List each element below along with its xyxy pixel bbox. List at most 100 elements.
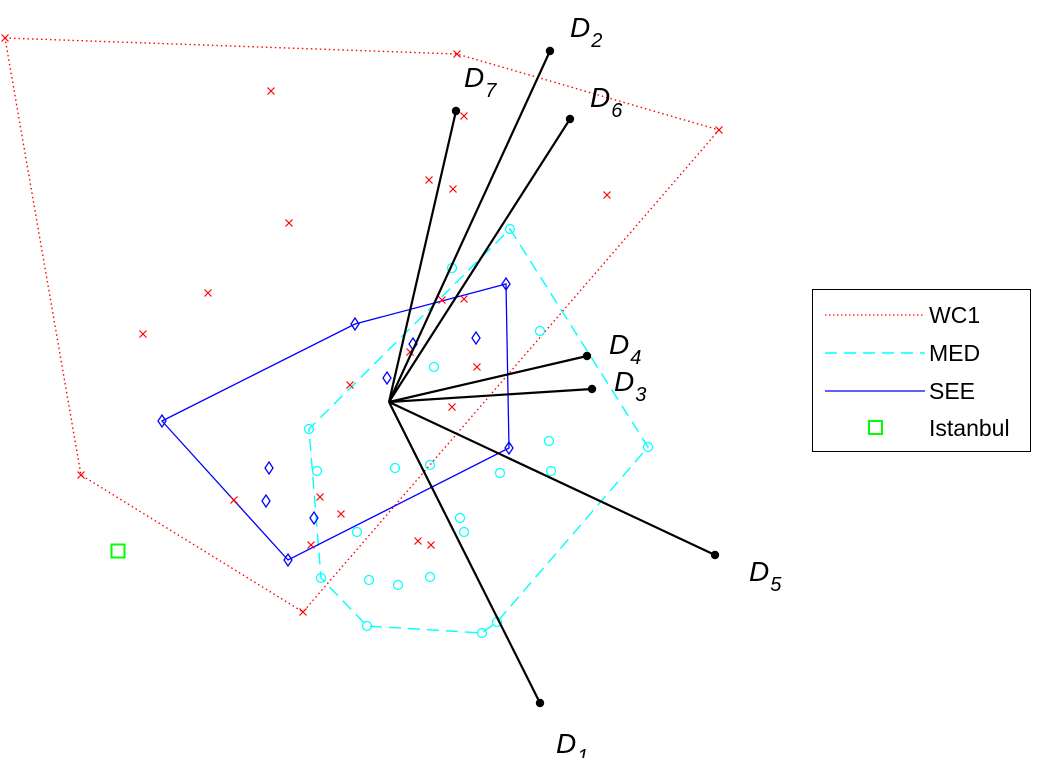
vector-d3-tip <box>587 384 597 394</box>
wc1-point <box>230 496 238 504</box>
med-point <box>642 441 654 453</box>
vector-d6-tip <box>565 114 575 124</box>
vector-label-d3-main: D <box>614 366 634 397</box>
vector-label-d1-sub: 1 <box>577 746 588 758</box>
med-point <box>458 526 470 538</box>
wc1-point <box>285 219 293 227</box>
vector-d5-tip <box>710 550 720 560</box>
vector-label-d6-sub: 6 <box>611 100 623 122</box>
vector-label-d5: D5 <box>749 556 782 596</box>
vector-label-d3-sub: 3 <box>635 384 646 406</box>
legend-swatch-med <box>825 352 925 354</box>
wc1-point <box>267 87 275 95</box>
vector-label-d1-main: D <box>556 728 576 758</box>
med-point <box>494 467 506 479</box>
vector-d1-tip <box>535 698 545 708</box>
wc1-point <box>425 176 433 184</box>
wc1-point <box>453 50 461 58</box>
wc1-point <box>449 185 457 193</box>
vector-label-d1: D1 <box>556 728 588 758</box>
wc1-point <box>346 381 354 389</box>
med-point <box>476 627 488 639</box>
wc1-point <box>299 608 307 616</box>
vector-label-d6-main: D <box>590 82 610 113</box>
vector-d7 <box>387 110 458 403</box>
see-point <box>283 552 293 568</box>
wc1-point <box>603 191 611 199</box>
see-point <box>382 370 392 386</box>
vector-label-d5-sub: 5 <box>770 574 782 596</box>
istanbul-point <box>110 543 126 559</box>
legend-label-wc1: WC1 <box>929 302 981 328</box>
vector-label-d7-main: D <box>464 62 484 93</box>
wc1-point <box>460 295 468 303</box>
vector-d3 <box>388 387 593 404</box>
legend-swatch-wc1 <box>825 314 925 316</box>
vector-d5 <box>388 401 716 556</box>
see-point <box>471 330 481 346</box>
wc1-point <box>427 541 435 549</box>
med-point <box>543 435 555 447</box>
see-point <box>157 413 167 429</box>
wc1-point <box>715 126 723 134</box>
wc1-point <box>316 493 324 501</box>
med-point <box>424 459 436 471</box>
wc1-point <box>414 537 422 545</box>
legend-item-istanbul: Istanbul <box>813 411 1030 445</box>
see-point <box>350 316 360 332</box>
vector-label-d2-sub: 2 <box>590 30 602 52</box>
med-point <box>504 223 516 235</box>
vector-label-d7: D7 <box>464 62 497 102</box>
wc1-point <box>204 289 212 297</box>
vector-d7-tip <box>451 106 461 116</box>
see-point <box>309 510 319 526</box>
med-point <box>389 462 401 474</box>
med-point <box>351 526 363 538</box>
wc1-point <box>139 330 147 338</box>
med-point <box>428 361 440 373</box>
vector-label-d4-main: D <box>609 329 629 360</box>
vector-d6 <box>388 118 571 403</box>
med-point <box>303 423 315 435</box>
med-hull <box>308 227 649 634</box>
vector-label-d4: D4 <box>609 329 641 369</box>
wc1-point <box>448 403 456 411</box>
vector-d2-tip <box>545 46 555 56</box>
vector-label-d5-main: D <box>749 556 769 587</box>
vector-d4 <box>388 354 588 404</box>
see-point <box>501 276 511 292</box>
med-point <box>361 620 373 632</box>
legend-label-see: SEE <box>929 378 976 404</box>
vector-label-d7-sub: 7 <box>485 80 497 102</box>
see-hull <box>160 283 510 561</box>
see-point <box>264 460 274 476</box>
legend-swatch-istanbul <box>868 420 883 435</box>
see-point <box>504 440 514 456</box>
vector-d4-tip <box>582 351 592 361</box>
med-point <box>534 325 546 337</box>
med-point <box>363 574 375 586</box>
vector-label-d6: D6 <box>590 82 623 122</box>
wc1-point <box>1 34 9 42</box>
vector-label-d3: D3 <box>614 366 646 406</box>
wc1-point <box>337 510 345 518</box>
med-point <box>545 465 557 477</box>
legend-label-istanbul: Istanbul <box>929 415 1010 441</box>
legend-item-med: MED <box>813 336 1030 370</box>
vector-d2 <box>388 50 551 403</box>
wc1-point <box>438 296 446 304</box>
wc1-hull <box>4 37 721 613</box>
legend-item-wc1: WC1 <box>813 298 1030 332</box>
med-point <box>315 572 327 584</box>
med-point <box>392 579 404 591</box>
legend-item-see: SEE <box>813 374 1030 408</box>
med-point <box>311 465 323 477</box>
med-point <box>424 571 436 583</box>
med-point <box>454 512 466 524</box>
legend-swatch-see <box>825 390 925 392</box>
vector-label-d4-sub: 4 <box>630 347 641 369</box>
group-vectors <box>387 46 720 708</box>
wc1-point <box>473 363 481 371</box>
